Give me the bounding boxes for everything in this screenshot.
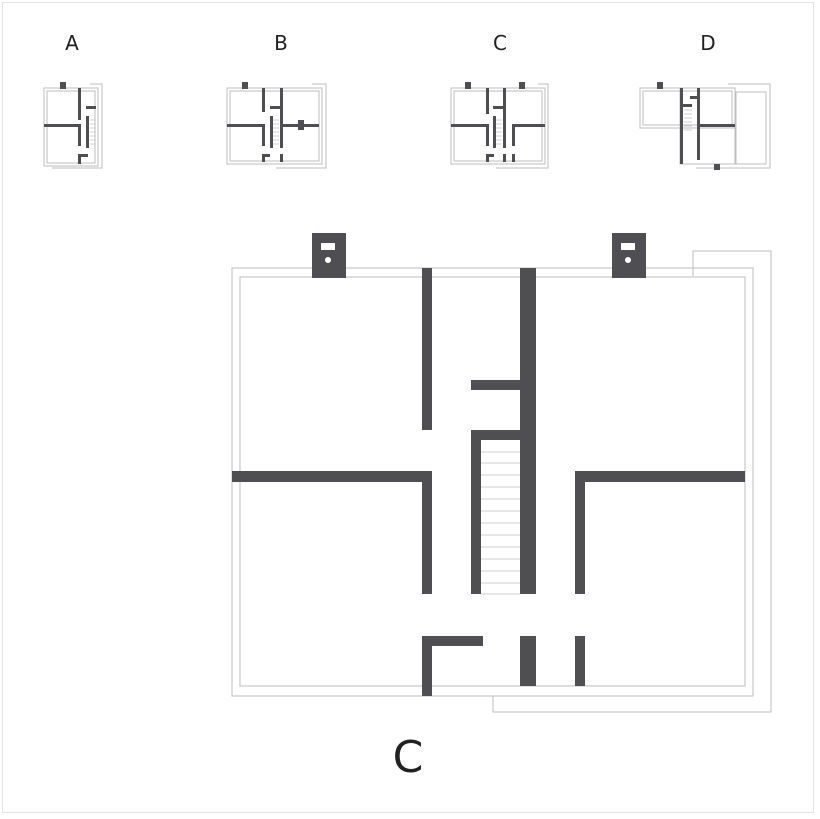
wall-right-vertical-lower (575, 471, 585, 594)
wall-upper-left-partition (422, 268, 432, 430)
wall-bottom-right-stub (575, 636, 585, 686)
variant-label-c: C (493, 31, 507, 55)
wall-bottom-l-vertical (422, 636, 432, 696)
wall-left-vertical-lower (422, 471, 432, 594)
wall-right-horizontal (575, 471, 745, 482)
meter-box-left (312, 233, 346, 278)
extension-outline-top-right (492, 250, 772, 713)
wall-bottom-spine-stub (520, 636, 536, 686)
main-plan-c (231, 233, 772, 713)
wall-stair-left (471, 430, 481, 594)
thumbnail-plan-b (226, 82, 327, 169)
main-plan-label: C (393, 732, 424, 783)
thumbnail-plan-d (639, 82, 771, 170)
wall-central-spine (520, 268, 536, 594)
thumbnail-plan-c (450, 82, 549, 169)
variant-label-d: D (700, 31, 715, 55)
wall-bottom-l-horizontal (422, 636, 483, 646)
staircase (481, 451, 520, 595)
wall-stair-top (471, 430, 523, 440)
meter-box-right (612, 233, 646, 278)
thumbnail-plan-a (43, 82, 103, 169)
variant-label-b: B (274, 31, 288, 55)
wall-stub-horizontal (471, 380, 523, 390)
wall-left-horizontal (232, 471, 432, 482)
variant-label-a: A (65, 31, 79, 55)
